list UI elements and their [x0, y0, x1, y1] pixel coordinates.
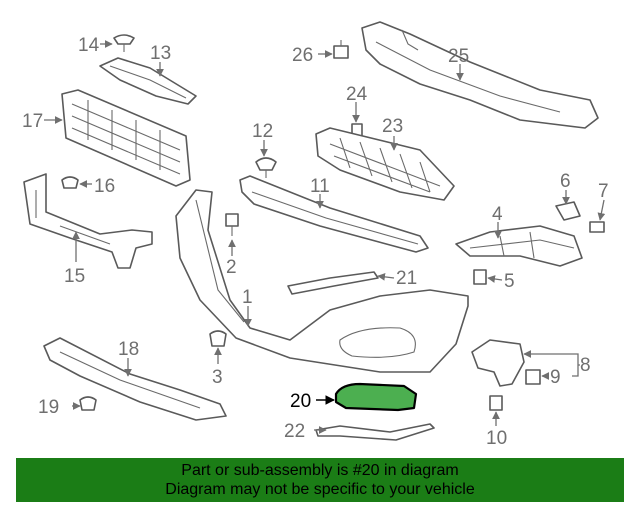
callout-5: 5	[504, 271, 515, 292]
callout-13: 13	[150, 43, 171, 64]
part-22-molding	[315, 423, 435, 441]
callout-20-highlighted: 20	[290, 391, 311, 412]
callout-21: 21	[396, 268, 417, 289]
part-26-clip	[333, 40, 349, 59]
callout-18: 18	[118, 339, 139, 360]
callout-10: 10	[486, 428, 507, 449]
callout-14: 14	[78, 35, 100, 56]
callout-22: 22	[284, 421, 305, 442]
part-2-clip	[225, 213, 239, 236]
part-1-bumper-cover	[175, 189, 469, 373]
part-6-bracket	[555, 201, 581, 221]
callout-24: 24	[346, 84, 368, 105]
callout-labels: 14 13 26 25 17 24 23 12 16 11 6 7 4 15 2…	[22, 35, 609, 449]
part-21-molding	[287, 271, 379, 295]
part-18-shield	[43, 337, 227, 421]
callout-19: 19	[38, 397, 59, 418]
part-16-clip	[61, 176, 79, 189]
part-14-clip	[113, 34, 135, 52]
callout-25: 25	[448, 46, 469, 67]
part-5-bolt	[473, 269, 487, 285]
callout-2: 2	[226, 257, 237, 278]
part-25-beam	[361, 21, 599, 129]
part-15-bracket	[23, 173, 153, 269]
part-13-panel	[99, 57, 197, 105]
banner-line-2: Diagram may not be specific to your vehi…	[165, 481, 475, 498]
callout-1: 1	[242, 287, 253, 308]
part-4-bracket	[455, 225, 583, 267]
part-19-clip	[79, 396, 97, 411]
part-23-grille	[315, 127, 455, 201]
info-banner: Part or sub-assembly is #20 in diagram D…	[16, 458, 624, 502]
callout-3: 3	[212, 367, 223, 388]
callout-6: 6	[560, 171, 571, 192]
part-11-trim	[239, 175, 429, 253]
part-20-fog-cover-highlighted	[334, 382, 418, 412]
callout-17: 17	[22, 111, 43, 132]
callout-8: 8	[580, 355, 591, 376]
callout-4: 4	[492, 204, 503, 225]
callout-11: 11	[310, 176, 330, 197]
part-17-frame	[61, 89, 191, 187]
callout-16: 16	[94, 176, 115, 197]
part-10-clip	[489, 395, 503, 411]
banner-line-1: Part or sub-assembly is #20 in diagram	[181, 462, 459, 479]
part-8-bracket	[471, 339, 525, 387]
part-7-bolt	[589, 221, 605, 233]
part-12-clip	[255, 157, 277, 178]
part-9-bolt	[525, 369, 541, 385]
leader-lines	[44, 40, 606, 434]
callout-23: 23	[382, 116, 403, 137]
parts-diagram: 14 13 26 25 17 24 23 12 16 11 6 7 4 15 2…	[22, 21, 609, 449]
callout-12: 12	[252, 121, 273, 142]
part-3-clip	[209, 330, 227, 347]
callout-15: 15	[64, 266, 85, 287]
callout-7: 7	[598, 181, 609, 202]
callout-26: 26	[292, 45, 313, 66]
callout-9: 9	[550, 367, 561, 388]
